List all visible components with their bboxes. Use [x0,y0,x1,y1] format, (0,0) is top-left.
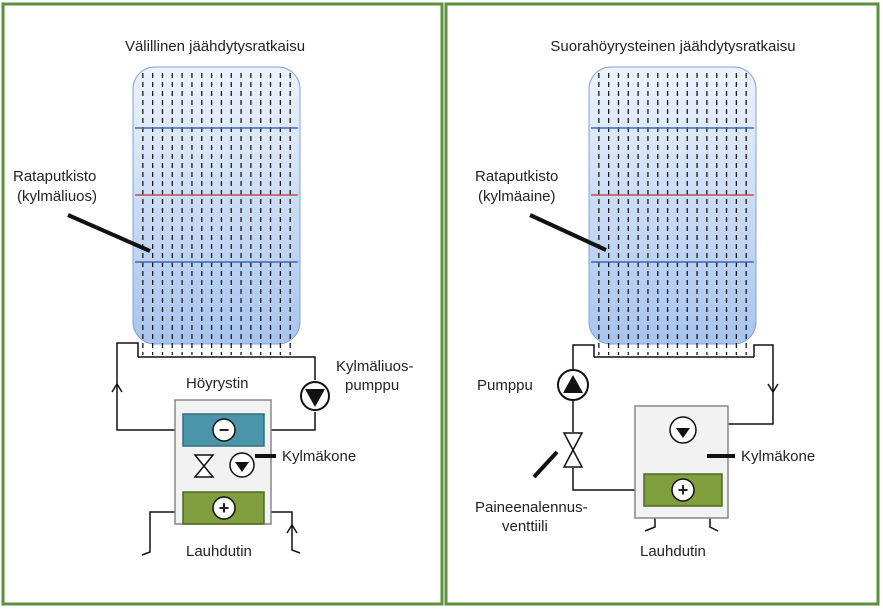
left-track-pointer [67,213,151,253]
left-panel-title: Välillinen jäähdytysratkaisu [125,38,305,55]
left-track [132,66,301,355]
right-condenser-symbol: + [678,480,689,500]
right-compressor-arrow [676,428,690,438]
left-track-label-line2: (kylmäliuos) [17,188,97,205]
right-track-label-line1: Rataputkisto [475,168,558,185]
left-condenser-symbol: + [219,498,230,518]
left-evaporator-minus-icon [212,418,236,442]
right-chiller-label: Kylmäkone [741,448,815,465]
left-expansion-valve-icon [193,454,215,478]
right-track-area [588,66,757,345]
right-pressure-valve-icon [562,432,584,468]
right-track [588,66,757,355]
right-valve-label-line2: venttiili [502,518,548,535]
right-valve-pointer [532,450,559,479]
left-condenser-plus-icon [212,496,236,520]
right-pump-arrow [563,375,583,393]
left-pump-label-line2: pumppu [345,377,399,394]
right-panel-title: Suorahöyrysteinen jäähdytysratkaisu [550,38,795,55]
left-return-arrow [286,523,298,534]
left-compressor-arrow [235,462,249,472]
left-flow-arrow [111,382,123,393]
right-piping [572,344,774,532]
left-track-label-line1: Rataputkisto [13,168,96,185]
left-chiller-label: Kylmäkone [282,448,356,465]
left-evaporator-label: Höyrystin [186,375,249,392]
right-panel: Suorahöyrysteinen jäähdytysratkaisu Rata… [444,2,880,606]
right-track-label-line2: (kylmäaine) [478,188,556,205]
right-condenser-label: Lauhdutin [640,543,706,560]
right-pump-label: Pumppu [477,377,533,394]
right-valve-label-line1: Paineenalennus- [475,499,588,516]
left-condenser-label: Lauhdutin [186,543,252,560]
right-track-pointer [529,213,607,252]
left-panel: Välillinen jäähdytysratkaisu Rataputkist… [1,2,444,606]
left-evaporator-symbol: − [219,420,230,440]
right-condenser-plus-icon [671,478,695,502]
left-track-area [132,66,301,345]
left-pump-arrow [305,389,325,407]
right-flow-arrow [767,383,779,394]
left-pump-label-line1: Kylmäliuos- [336,358,414,375]
